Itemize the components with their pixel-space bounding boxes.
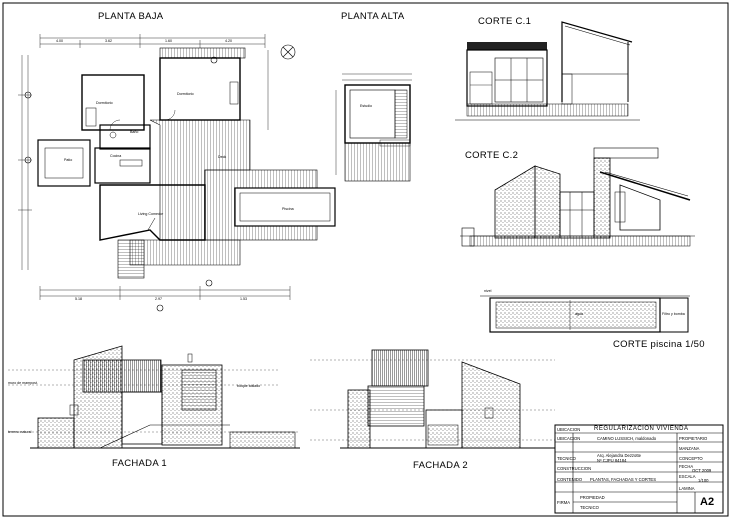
title-fachada-1: FACHADA 1 [112,458,167,469]
planta-alta-plan [335,73,412,182]
tb-lamina-label: LAMINA [679,486,695,491]
annotation-muro-1: muro de mampost. [8,381,38,385]
tb-title: REGULARIZACION VIVIENDA [594,426,689,432]
room-label-patio: Patio [64,158,73,162]
title-fachada-2: FACHADA 2 [413,460,468,471]
room-label-living: Living Comedor [138,212,164,216]
tb-obra-label: UBICACION [557,427,581,432]
tb-lamina-value: A2 [700,496,715,508]
room-label-piscina: Piscina [282,207,294,211]
dimension-value: 4.20 [225,39,232,43]
tb-propietario-label: PROPIETARIO [679,436,708,441]
tb-escala-label: ESCALA [679,474,696,479]
tb-firma-label: FIRMA [557,500,571,505]
dimension-value: 5.18 [75,297,82,301]
dimension-value: 1.53 [240,297,247,301]
dimension-value: 4.00 [56,39,63,43]
corte-piscina-section [480,295,690,333]
tb-manzana-label: MANZANA [679,446,700,451]
annotation-nivel: nivel [484,289,492,293]
annotation-terreno: terreno natural [8,430,32,434]
tb-concepto-label: CONCEPTO [679,456,703,461]
tb-contenido-value: PLANTAS, FACHADAS Y CORTES [590,477,657,482]
dimension-value: 3.62 [105,39,112,43]
tb-ubicacion-value: CAMINO LUSSICH, maldonado [597,436,657,441]
title-planta-baja: PLANTA BAJA [98,11,164,22]
tb-firma-propiedad: PROPIEDAD [580,495,605,500]
room-label-estudio: Estudio [360,104,372,108]
room-label-cocina: Cocina [110,154,122,158]
room-label-filtro: Filtro y bomba [662,312,685,316]
tb-construccion-label: CONSTRUCCION [557,466,592,471]
fachada-1-elevation [8,345,300,449]
room-label-agua: agua [575,312,583,316]
title-planta-alta: PLANTA ALTA [341,11,405,22]
annotation-muro-2: bloque aislado [237,384,261,388]
room-label-bano: Baño [130,130,139,134]
room-label-dormitorio-1: Dormitorio [96,101,113,105]
corte-c2-section [460,147,695,247]
tb-tecnico-label: TECNICO [557,456,576,461]
room-label-dormitorio-2: Dormitorio [177,92,194,96]
fachada-2-elevation [310,349,555,449]
room-label-deck: Deck [218,155,227,159]
title-block [554,424,724,514]
title-corte-piscina: CORTE piscina 1/50 [613,339,705,350]
dimension-value: 1.60 [165,39,172,43]
tb-tecnico-value-1: Arq. Alejandra Dezzotte [597,453,641,458]
dimension-value: 2.97 [155,297,162,301]
title-corte-c1: CORTE C.1 [478,16,532,27]
tb-ubicacion-label: UBICACION [557,436,581,441]
tb-firma-tecnico: TECNICO [580,505,599,510]
tb-contenido-label: CONTENIDO [557,477,583,482]
planta-baja-plan [18,34,336,312]
title-corte-c2: CORTE C.2 [465,150,519,161]
tb-fecha-value: OCT 2009 [692,468,712,473]
tb-tecnico-value-2: Nº CJPU 84184 [597,458,627,463]
tb-escala-value: 1/100 [698,478,709,483]
tb-fecha-label: FECHA [679,464,694,469]
corte-c1-section [455,21,640,121]
